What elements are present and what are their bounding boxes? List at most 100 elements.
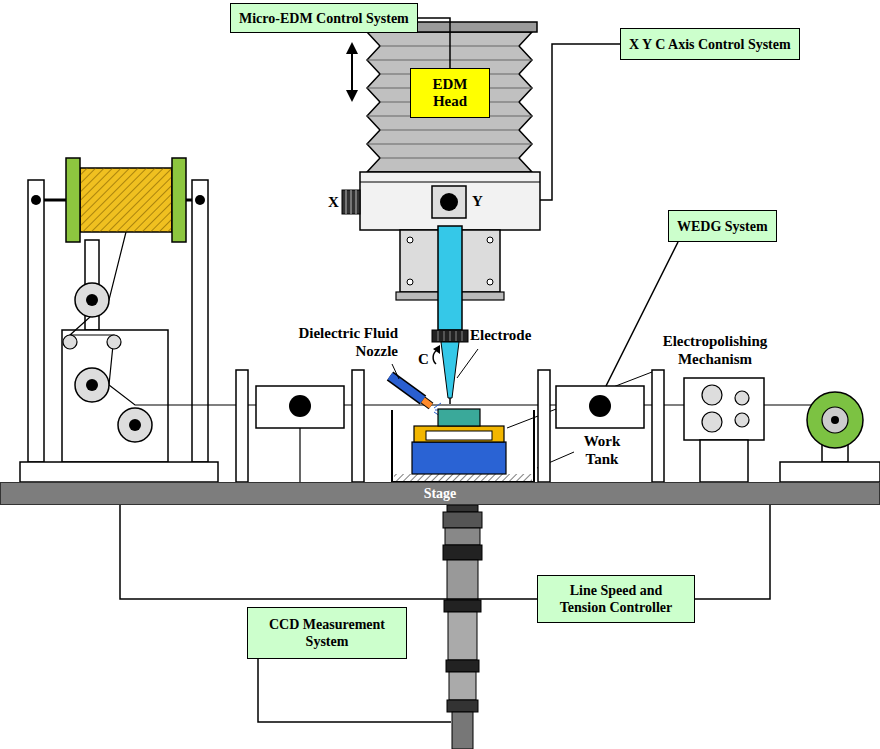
connector-line xyxy=(120,505,537,599)
pulley-housing xyxy=(62,330,168,462)
spool-winding xyxy=(80,168,172,232)
wire-guide xyxy=(256,386,344,428)
x-motor-grip xyxy=(346,190,356,214)
bolt xyxy=(487,279,493,285)
camera-body xyxy=(445,528,480,545)
tank-floor xyxy=(394,474,532,482)
stage-band: Stage xyxy=(0,482,880,505)
pulley xyxy=(75,368,109,402)
pulley-hub xyxy=(86,379,98,391)
pulley-hub xyxy=(86,294,98,306)
guide-roller xyxy=(289,395,311,417)
camera-body xyxy=(443,512,482,528)
wire-spool xyxy=(80,168,172,232)
spool-flange xyxy=(66,158,80,242)
axle-knob xyxy=(195,195,205,205)
node-text: CCD Measurement System xyxy=(256,616,398,650)
roller xyxy=(735,391,749,405)
pulley xyxy=(118,408,152,442)
guide-roller xyxy=(589,395,611,417)
fluid-nozzle xyxy=(390,376,423,400)
arrow-head xyxy=(346,42,358,54)
x-motor xyxy=(342,190,360,214)
node-text: Micro-EDM Control System xyxy=(239,10,409,27)
take-up-spool xyxy=(807,392,863,448)
nozzle-tip-outline xyxy=(423,400,431,406)
spool-axle xyxy=(44,199,66,202)
leader-line xyxy=(457,349,478,378)
node-text: Line Speed and Tension Controller xyxy=(546,582,686,616)
roller xyxy=(702,385,722,405)
control-wire xyxy=(606,242,678,386)
electrode xyxy=(441,342,459,398)
control-box: X Y C Axis Control System xyxy=(620,28,800,60)
frame-post xyxy=(28,180,44,462)
y-motor xyxy=(432,186,466,218)
electrode-tip xyxy=(449,398,451,404)
guide-post xyxy=(652,370,664,482)
guide-post xyxy=(352,370,364,482)
feed-arrow xyxy=(351,52,353,92)
control-wire xyxy=(258,659,451,722)
camera-band xyxy=(446,660,479,672)
roller-housing xyxy=(684,378,764,440)
pulley xyxy=(63,335,77,349)
part-label: Electropolishing Mechanism xyxy=(640,332,790,368)
pulley xyxy=(107,335,121,349)
y-motor-knob xyxy=(440,193,458,211)
control-box: WEDG System xyxy=(668,210,777,242)
camera-band xyxy=(443,545,482,560)
spool-flange xyxy=(172,158,186,242)
part-label: Electrode xyxy=(470,326,531,344)
pulley xyxy=(75,283,109,317)
arrow-head xyxy=(433,345,440,354)
spool-axle xyxy=(831,416,839,424)
guide-post xyxy=(538,370,550,482)
control-box: Line Speed and Tension Controller xyxy=(537,575,695,623)
camera-lens xyxy=(447,505,478,512)
spool-hub xyxy=(822,407,848,433)
control-wire xyxy=(540,44,620,200)
pulley-hub xyxy=(129,419,141,431)
wire-guide xyxy=(556,386,644,428)
control-box: CCD Measurement System xyxy=(247,607,407,659)
fixture-window xyxy=(426,431,492,440)
frame-post xyxy=(192,180,208,462)
bolt xyxy=(407,237,413,243)
roller xyxy=(735,413,749,427)
chuck xyxy=(432,330,468,342)
part-label: Work Tank xyxy=(572,432,632,468)
axis-label: Y xyxy=(472,192,483,210)
guide-stem xyxy=(299,428,300,482)
leader-line xyxy=(392,364,399,379)
nozzle-outline xyxy=(390,376,423,400)
roller-stand xyxy=(700,440,748,482)
part-label: Dielectric Fluid Nozzle xyxy=(262,324,398,360)
node-text: WEDG System xyxy=(677,218,768,235)
fixture-base xyxy=(412,442,506,474)
edm-head-box: EDM Head xyxy=(410,68,490,118)
bolt xyxy=(487,237,493,243)
connector-line xyxy=(418,18,450,68)
xy-table xyxy=(360,172,540,230)
node-text: X Y C Axis Control System xyxy=(629,36,791,53)
camera-band xyxy=(447,700,478,712)
node-text: Stage xyxy=(424,485,457,502)
spool-base xyxy=(780,462,880,482)
spindle xyxy=(438,226,462,330)
control-box: Micro-EDM Control System xyxy=(230,3,418,33)
camera-body xyxy=(449,672,476,700)
camera-cable xyxy=(452,712,473,749)
camera-body xyxy=(447,560,478,600)
work-tank xyxy=(392,410,534,482)
node-text: EDM Head xyxy=(417,76,483,110)
axis-label: X xyxy=(328,193,339,211)
roller xyxy=(702,412,722,432)
chuck-grip xyxy=(438,331,462,341)
axle-knob xyxy=(31,195,41,205)
leader-line xyxy=(507,372,652,428)
arrow-head xyxy=(346,90,358,102)
connector-line xyxy=(695,505,770,599)
xy-table-edge xyxy=(360,182,540,183)
